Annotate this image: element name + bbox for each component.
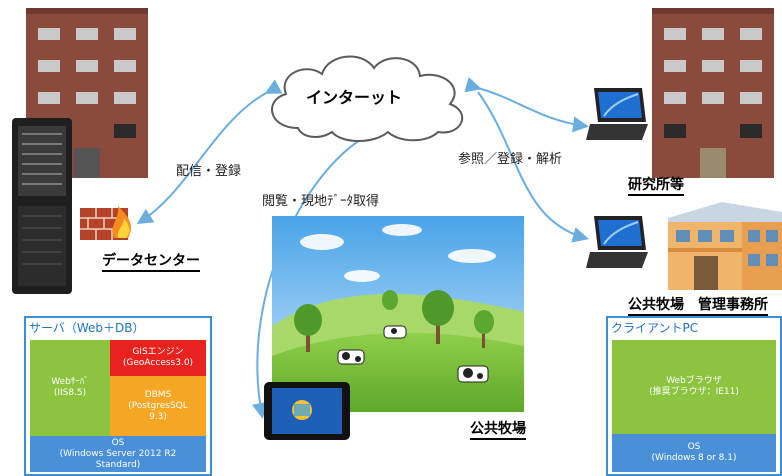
gis-engine-version: (GeoAccess3.0) [122,358,194,368]
dbms-version: 9.3) [149,411,167,422]
gis-engine-box: GISエンジン (GeoAccess3.0) [110,340,206,376]
dbms-name: DBMS [144,389,172,400]
laptop-research-icon [586,88,648,140]
web-server-name: Webｻｰﾊﾞ [51,377,89,387]
arrow-delivery [136,79,283,225]
arrow-research [464,77,589,133]
browse-acquire-label: 閲覧・現地ﾃﾞｰﾀ取得 [262,194,380,209]
client-os-version: (Windows 8 or 8.1) [651,453,737,463]
browser-name: Webブラウザ [666,376,722,386]
building-right-icon [652,8,774,178]
server-os-edition: Standard) [95,459,141,470]
office-label: 公共牧場 管理事務所 [628,294,768,316]
server-os-product: (Windows Server 2012 R2 [59,448,177,459]
server-os-name: OS [111,437,125,448]
tablet-icon [264,382,350,440]
server-os-box: OS (Windows Server 2012 R2 Standard) [30,436,206,472]
office-building-icon [668,202,782,290]
pasture-label: 公共牧場 [470,418,526,440]
browser-recommended: (推奨ブラウザ：IE11) [649,387,739,397]
client-os-name: OS [687,442,701,452]
server-panel: サーバ（Web＋DB） Webｻｰﾊﾞ (IIS8.5) GISエンジン (Ge… [24,316,212,476]
reference-analyze-label: 参照／登録・解析 [458,152,563,167]
cow-icons [337,325,489,383]
server-panel-title: サーバ（Web＋DB） [29,321,145,335]
gis-engine-name: GISエンジン [132,347,184,357]
client-panel: クライアントPC Webブラウザ (推奨ブラウザ：IE11) OS (Windo… [606,316,782,476]
laptop-office-icon [586,216,648,268]
browser-box: Webブラウザ (推奨ブラウザ：IE11) [612,340,776,434]
dbms-box: DBMS (PostgresSQL 9.3) [110,376,206,436]
web-server-box: Webｻｰﾊﾞ (IIS8.5) [30,340,110,436]
datacenter-label: データセンター [102,250,200,272]
client-panel-title: クライアントPC [611,321,699,335]
research-label: 研究所等 [628,174,684,196]
server-tower-icon [12,118,72,294]
client-os-box: OS (Windows 8 or 8.1) [612,434,776,472]
internet-label: インターット [306,88,403,107]
pasture-image [272,216,524,412]
firewall-icon [80,206,131,240]
web-server-version: (IIS8.5) [53,388,87,398]
arrow-office [477,91,589,243]
dbms-product: (PostgresSQL [128,400,188,411]
delivery-register-label: 配信・登録 [176,164,242,179]
internet-cloud-icon [271,55,463,142]
